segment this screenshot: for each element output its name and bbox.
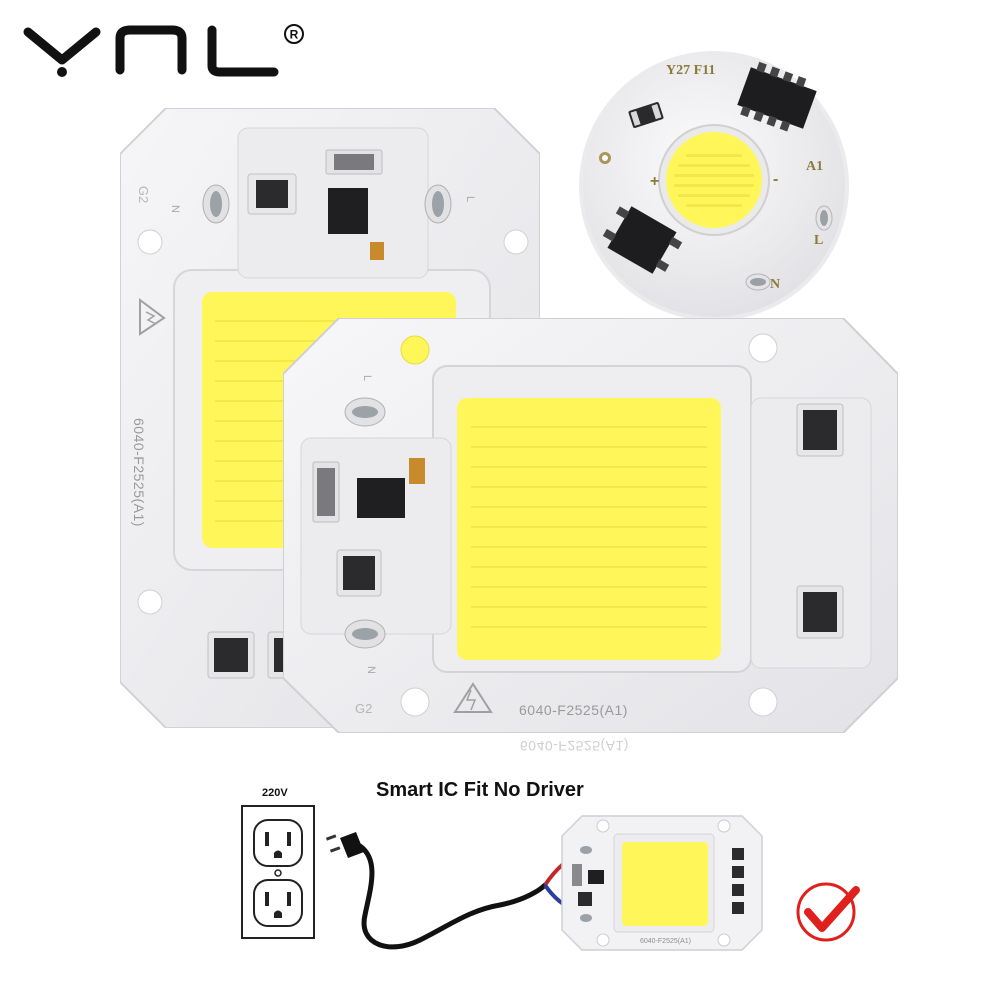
driver-ic-chip [602, 206, 683, 274]
high-voltage-warning-icon [453, 682, 493, 713]
back-terminal-n-label: N [168, 205, 181, 213]
ynl-logo: R [23, 24, 304, 77]
round-terminal-n-label: N [770, 277, 781, 292]
front-terminal-l-label: L [361, 374, 374, 382]
round-terminal-l-label: L [814, 233, 824, 248]
led-die-grid [471, 426, 707, 628]
front-square-cob-module [283, 318, 898, 733]
check-mark-icon [796, 882, 860, 942]
outlet-voltage-label: 220V [262, 787, 288, 799]
led-die-grid [674, 154, 754, 207]
mini-module-model: 6040-F2525(A1) [640, 938, 691, 945]
svg-text:R: R [290, 28, 299, 42]
svg-text:-: - [773, 171, 778, 188]
round-module-model: Y27 F11 [666, 63, 716, 78]
round-cob-module: + - [579, 51, 849, 321]
front-module-revision: G2 [355, 701, 373, 716]
high-voltage-warning-icon [139, 298, 166, 336]
front-module-model: 6040-F2525(A1) [519, 702, 628, 718]
back-terminal-l-label: L [464, 195, 477, 203]
back-module-revision: G2 [136, 185, 152, 204]
mini-cob-module [561, 815, 763, 951]
wall-outlet-icon [241, 805, 315, 939]
round-module-marking: A1 [806, 159, 824, 174]
back-module-model: 6040-F2525(A1) [131, 418, 147, 527]
power-plug-icon [325, 832, 364, 858]
solder-pad-n [745, 273, 771, 291]
registered-mark-icon: R [284, 24, 304, 44]
svg-text:+: + [650, 173, 659, 190]
front-terminal-n-label: N [364, 666, 377, 674]
headline-text: Smart IC Fit No Driver [376, 779, 584, 801]
wiring-illustration [241, 805, 860, 951]
driver-ic-chip [737, 61, 817, 132]
solder-pad-l [815, 205, 833, 231]
